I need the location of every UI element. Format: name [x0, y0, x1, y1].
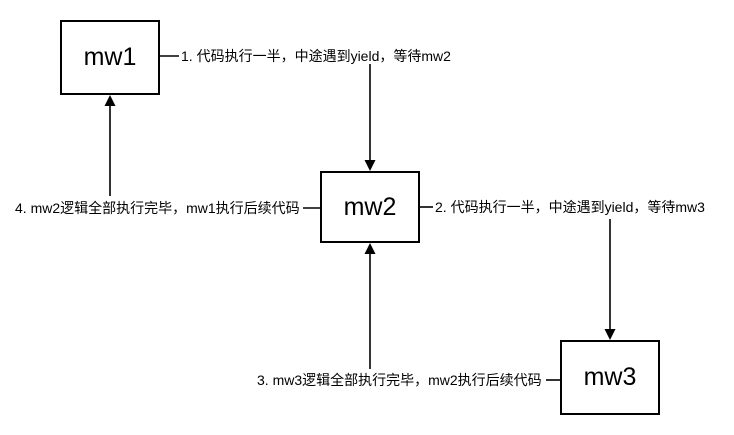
node-mw3: mw3 — [560, 340, 660, 415]
arrow-step3-head-up-icon — [364, 243, 376, 254]
annotation-step1: 1. 代码执行一半，中途遇到yield，等待mw2 — [181, 48, 451, 64]
node-mw2: mw2 — [320, 171, 420, 243]
arrow-step4-head-up-icon — [104, 95, 116, 106]
annotation-step4: 4. mw2逻辑全部执行完毕，mw1执行后续代码 — [15, 200, 300, 216]
node-mw3-label: mw3 — [583, 363, 637, 391]
annotation-step3: 3. mw3逻辑全部执行完毕，mw2执行后续代码 — [257, 372, 542, 388]
annotation-step2: 2. 代码执行一半，中途遇到yield，等待mw3 — [435, 199, 705, 215]
node-mw1: mw1 — [60, 20, 160, 95]
node-mw1-label: mw1 — [83, 43, 137, 71]
arrow-step1-head-down-icon — [364, 160, 376, 171]
arrow-step2-head-down-icon — [604, 329, 616, 340]
node-mw2-label: mw2 — [343, 192, 397, 221]
